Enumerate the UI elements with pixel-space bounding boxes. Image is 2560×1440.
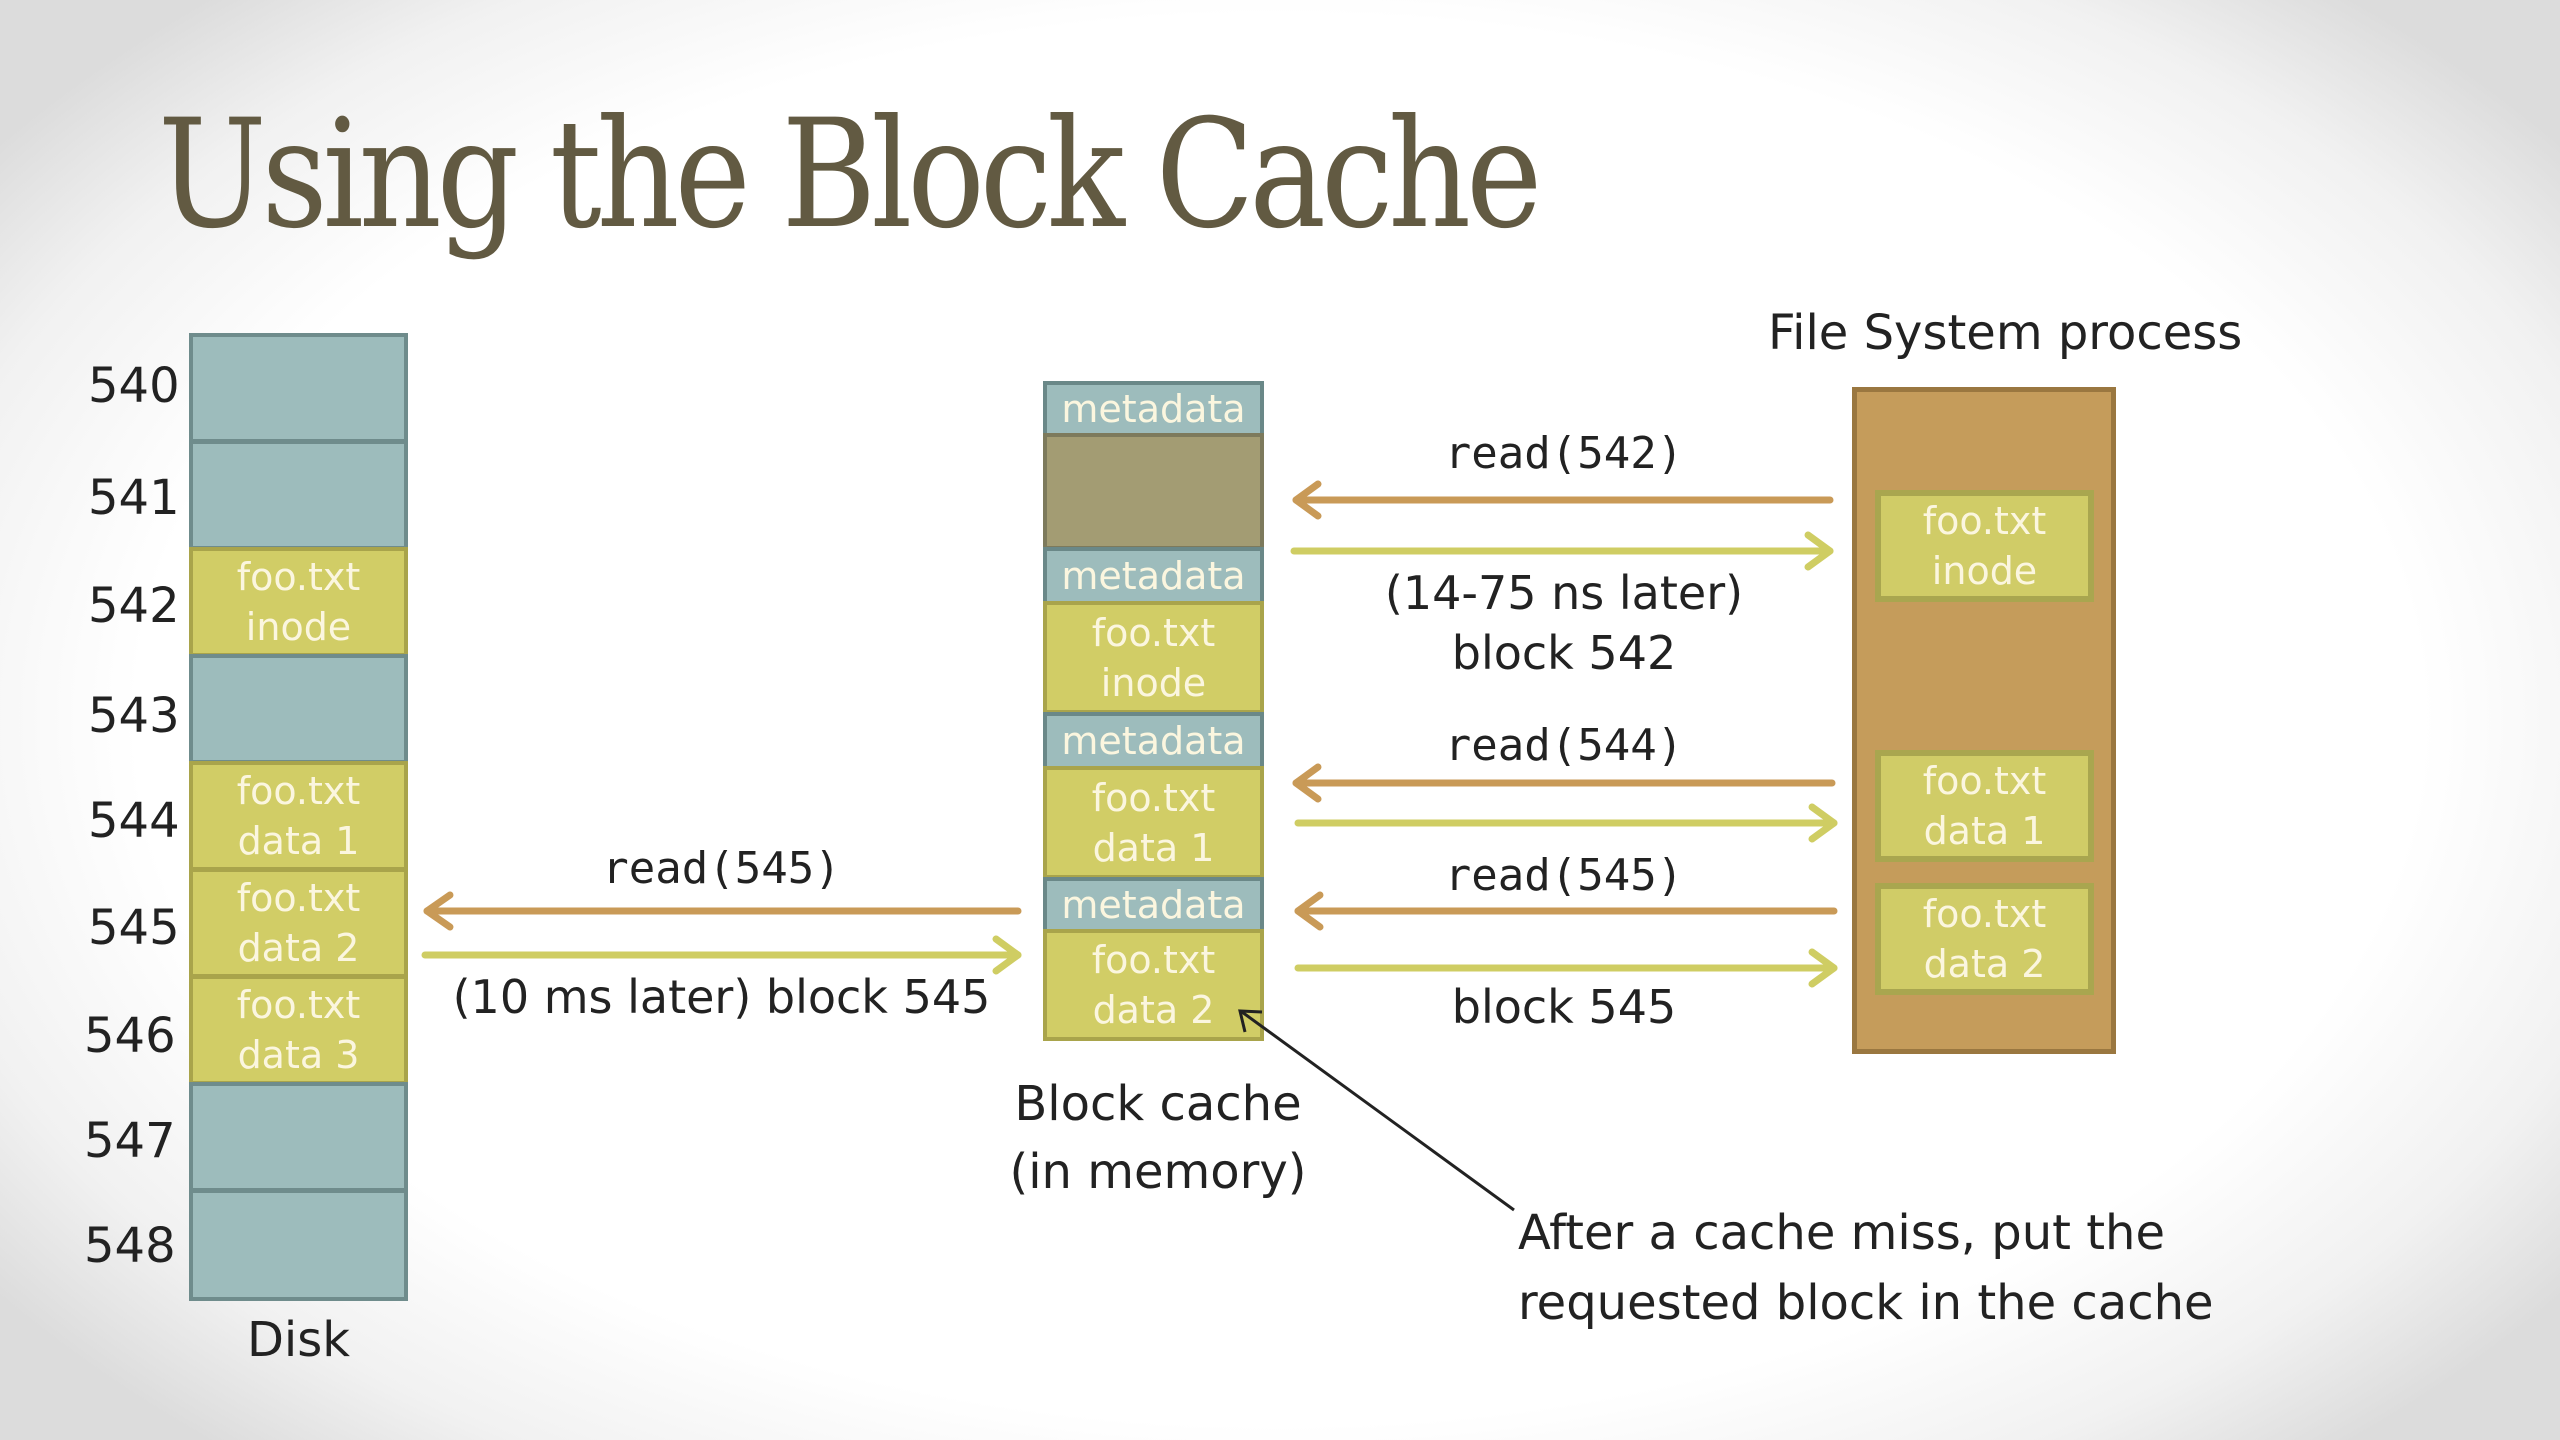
disk-row-number: 545 (88, 900, 180, 956)
disk-block-548 (189, 1189, 408, 1301)
reply-545-arrow (1294, 948, 1838, 988)
cache-block-data1: foo.txt data 1 (1043, 766, 1264, 879)
block-cache-label-line2: (in memory) (1009, 1144, 1307, 1200)
reply-545-label: block 545 (1451, 980, 1677, 1034)
disk-block-544: foo.txt data 1 (189, 761, 408, 871)
annotation-line1: After a cache miss, put the (1518, 1205, 2165, 1261)
read-542-label: read(542) (1444, 428, 1684, 479)
block-line1: foo.txt (1922, 759, 2047, 803)
reply-542-line1: (14-75 ns later) (1384, 566, 1744, 620)
block-line2: data 2 (1923, 942, 2046, 986)
block-line2: inode (1931, 549, 2038, 593)
disk-reply-label: (10 ms later) block 545 (452, 970, 991, 1024)
disk-block-545: foo.txt data 2 (189, 868, 408, 978)
cache-metadata: metadata (1043, 381, 1264, 437)
fs-block-data1: foo.txt data 1 (1875, 750, 2094, 862)
cache-block-empty (1043, 433, 1264, 550)
disk-row-number: 540 (88, 358, 180, 414)
read-544-label: read(544) (1444, 720, 1684, 771)
block-cache: metadata metadata foo.txt inode metadata… (1043, 381, 1264, 1041)
reply-542-label: (14-75 ns later) block 542 (1294, 563, 1834, 683)
block-line1: foo.txt (236, 555, 361, 599)
disk-row-number: 543 (88, 688, 180, 744)
slide-title: Using the Block Cache (158, 88, 1542, 262)
read-545-arrow (1294, 891, 1838, 931)
block-line1: foo.txt (1091, 610, 1216, 655)
cache-block-data2: foo.txt data 2 (1043, 929, 1264, 1041)
block-line2: data 1 (1092, 825, 1215, 870)
disk-read-label: read(545) (602, 843, 841, 894)
block-line1: foo.txt (1091, 938, 1216, 982)
block-line2: data 2 (1092, 988, 1215, 1032)
disk-block-540 (189, 333, 408, 443)
block-line2: data 3 (237, 1033, 360, 1077)
block-line1: foo.txt (236, 769, 361, 813)
disk-label: Disk (246, 1312, 351, 1368)
disk-row-number: 542 (88, 578, 180, 634)
fs-block-inode: foo.txt inode (1875, 490, 2094, 602)
reply-542-line2: block 542 (1451, 626, 1677, 680)
disk-block-541 (189, 440, 408, 550)
cache-block-inode: foo.txt inode (1043, 601, 1264, 714)
block-line2: data 1 (1923, 809, 2046, 853)
disk-read-arrow (423, 891, 1022, 931)
disk-row-number: 546 (84, 1008, 176, 1064)
read-545-label: read(545) (1444, 850, 1684, 901)
disk-block-542: foo.txt inode (189, 547, 408, 657)
disk-reply-arrow (421, 935, 1022, 975)
fs-block-data2: foo.txt data 2 (1875, 883, 2094, 995)
block-cache-label: Block cache (in memory) (958, 1070, 1358, 1206)
fs-process-label: File System process (1768, 305, 2243, 361)
disk-row-number: 547 (84, 1113, 176, 1169)
block-line2: data 1 (237, 819, 360, 863)
block-line2: inode (1100, 660, 1207, 705)
block-line1: foo.txt (236, 876, 361, 920)
reply-544-arrow (1294, 803, 1838, 843)
cache-metadata: metadata (1043, 877, 1264, 933)
block-line1: foo.txt (1091, 775, 1216, 820)
disk-block-543 (189, 654, 408, 764)
cache-miss-annotation: After a cache miss, put the requested bl… (1518, 1198, 2214, 1338)
block-cache-label-line1: Block cache (1014, 1076, 1302, 1132)
disk: foo.txt inode foo.txt data 1 foo.txt dat… (189, 333, 408, 1301)
annotation-line2: requested block in the cache (1518, 1275, 2214, 1331)
block-line1: foo.txt (1922, 892, 2047, 936)
cache-metadata: metadata (1043, 547, 1264, 605)
block-line1: foo.txt (236, 983, 361, 1027)
disk-row-number: 544 (88, 793, 180, 849)
block-line2: inode (245, 605, 352, 649)
block-line1: foo.txt (1922, 499, 2047, 543)
disk-row-number: 541 (88, 470, 180, 526)
annotation-pointer-arrow (1238, 1009, 1515, 1212)
reply-542-arrow (1290, 531, 1834, 571)
block-line2: data 2 (237, 926, 360, 970)
read-544-arrow (1292, 763, 1836, 803)
disk-row-number: 548 (84, 1218, 176, 1274)
read-542-arrow (1292, 480, 1834, 520)
